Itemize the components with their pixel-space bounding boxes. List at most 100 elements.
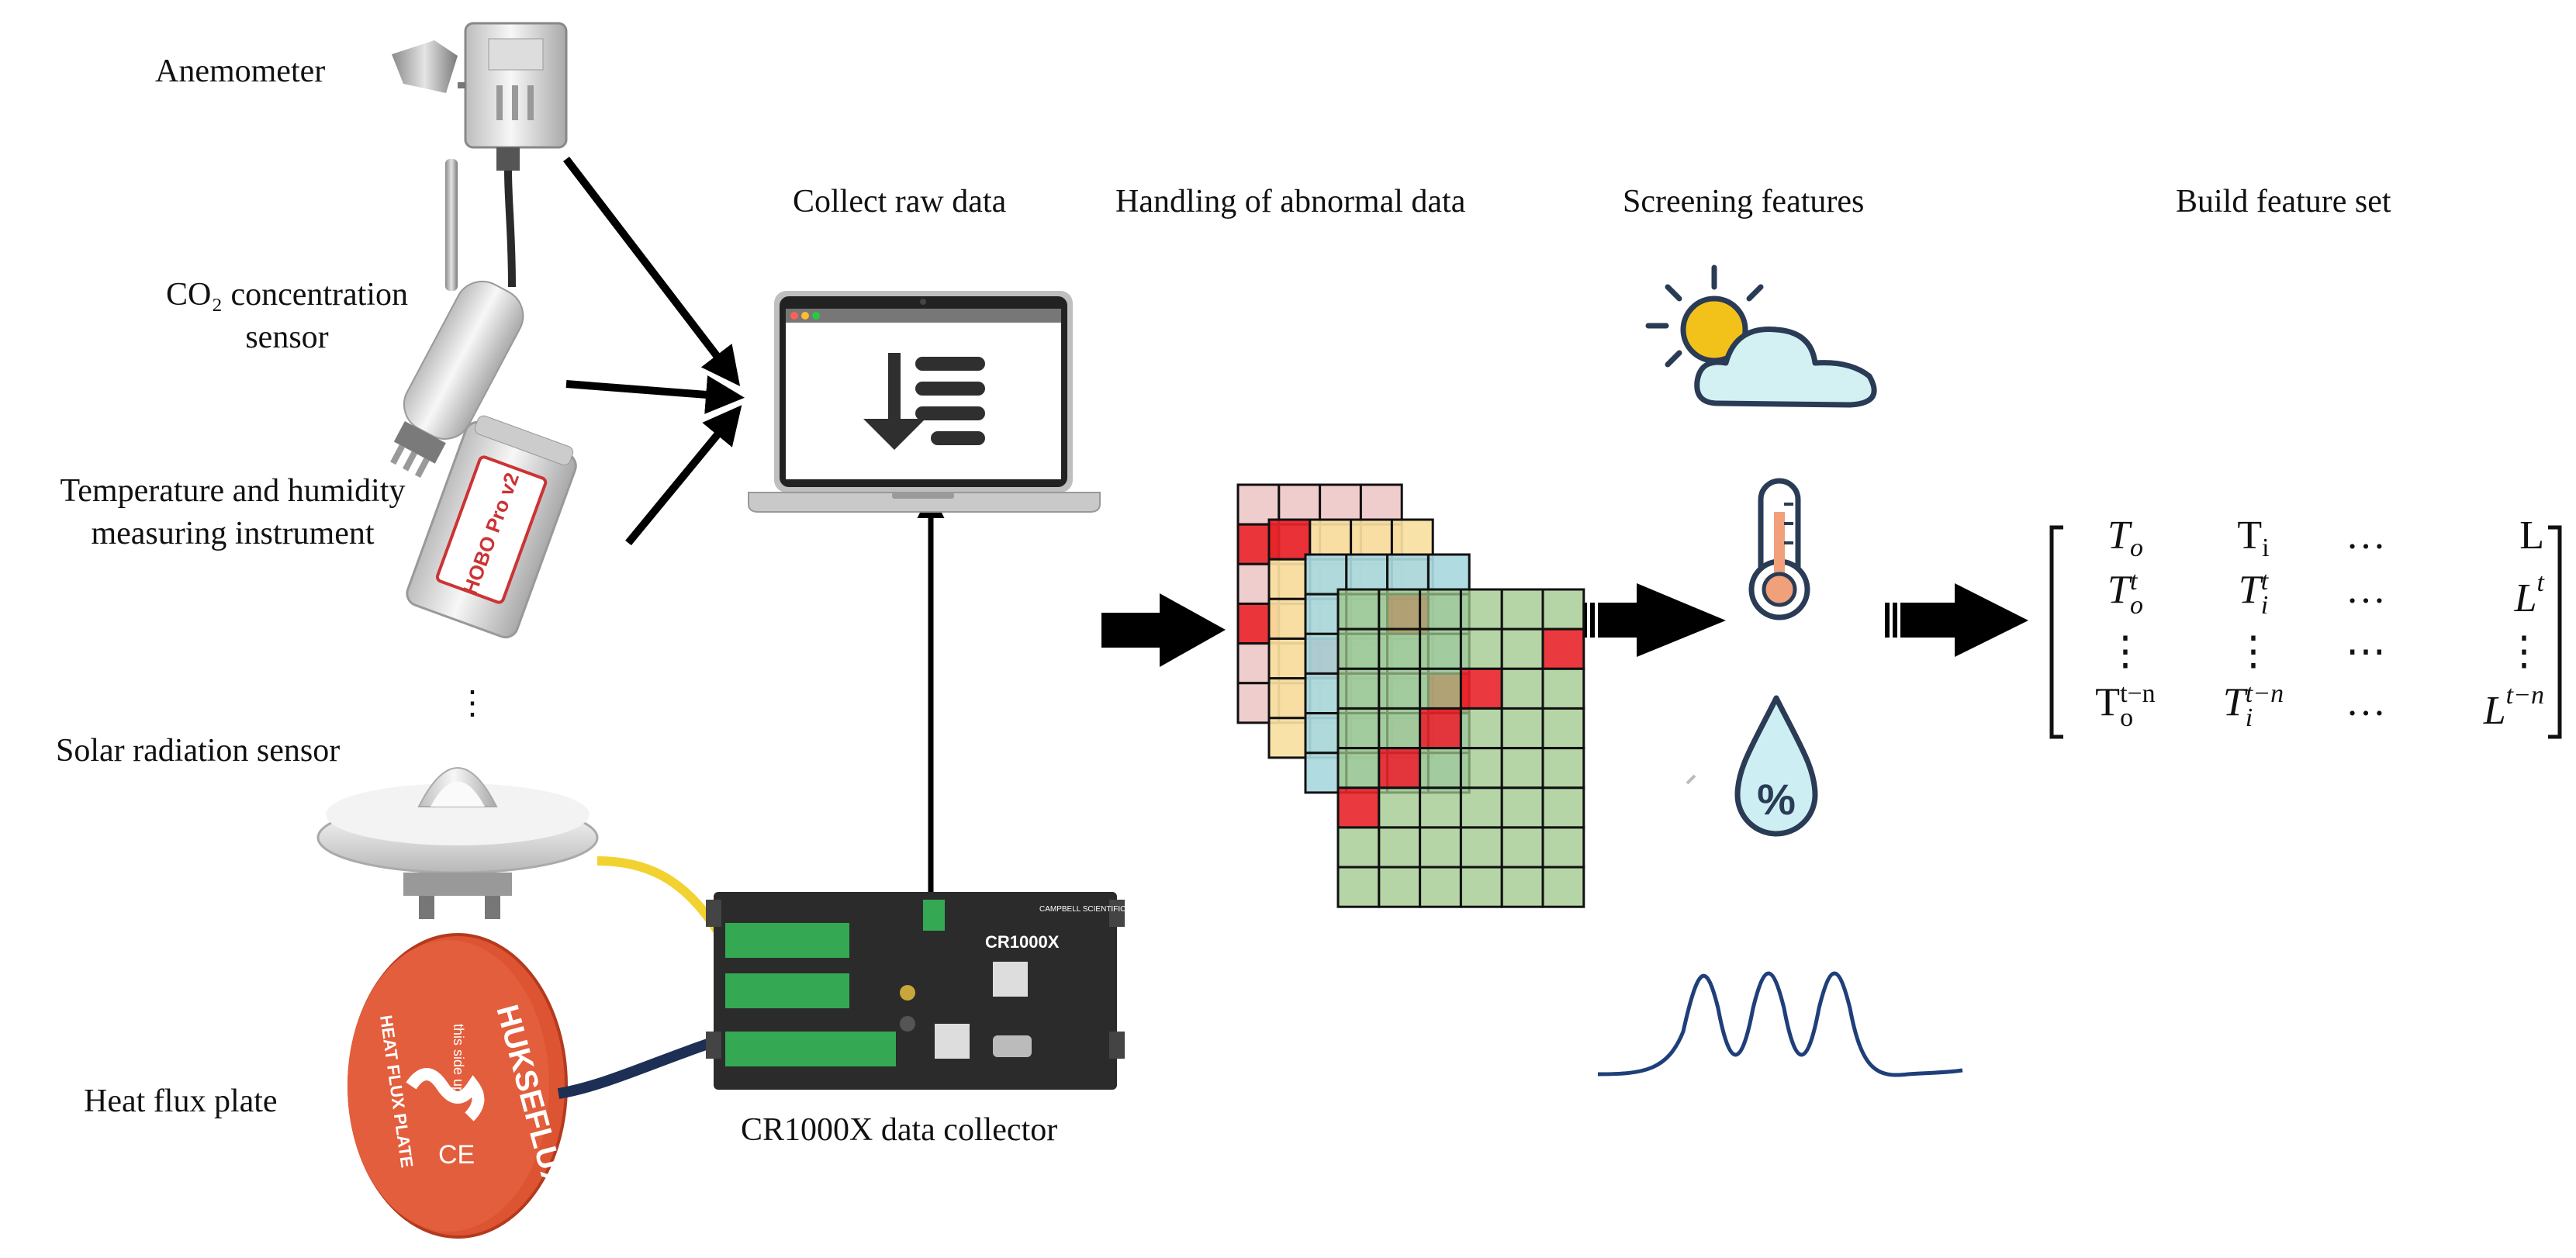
- label-ellipsis: ⋮: [456, 686, 489, 721]
- grid-cell: [1336, 667, 1381, 710]
- flow-arrow-1: [1101, 593, 1226, 667]
- grid-cell: [1419, 588, 1462, 631]
- grid-cell: [1459, 588, 1503, 631]
- grid-cell: [1419, 826, 1462, 869]
- grid-cell: [1350, 518, 1393, 561]
- matrix-cell: ⋯: [2346, 630, 2386, 674]
- grid-cell: [1419, 747, 1462, 790]
- download-list-icon: [863, 353, 985, 450]
- abnormal-cell: [1459, 667, 1503, 710]
- grid-cell: [1236, 483, 1281, 526]
- thermometer-icon: [1748, 478, 1810, 620]
- arrow-anemometer: [563, 156, 741, 386]
- matrix-cell: Lt: [2514, 569, 2544, 620]
- grid-cell: [1500, 627, 1544, 670]
- grid-cell: [1336, 826, 1381, 869]
- signal-curve-icon: [1597, 971, 1963, 1077]
- grid-cell: [1419, 866, 1462, 908]
- grid-cell: [1419, 667, 1462, 710]
- grid-cell: [1541, 707, 1585, 750]
- abnormal-cell: [1267, 518, 1312, 561]
- grid-cell: [1419, 786, 1462, 829]
- matrix-cell: To: [2107, 513, 2143, 562]
- arrow-hobo: [625, 405, 742, 546]
- grid-cell: [1378, 588, 1422, 631]
- grid-cell: [1541, 786, 1585, 829]
- label-temp-line2: measuring instrument: [91, 516, 375, 551]
- grid-cell: [1500, 707, 1544, 750]
- grid-cell: [1500, 588, 1544, 631]
- co2-sensor-icon: [390, 280, 524, 479]
- grid-cell: [1336, 707, 1381, 750]
- grid-cell: [1336, 866, 1381, 908]
- grid-cell: [1267, 717, 1312, 759]
- svg-text:%: %: [1757, 775, 1796, 824]
- grid-cell: [1378, 866, 1422, 908]
- matrix-cell: L: [2519, 513, 2544, 558]
- grid-cell: [1278, 483, 1322, 526]
- grid-cell: [1309, 518, 1353, 561]
- grid-cell: [1500, 747, 1544, 790]
- stage-title-screening: Screening features: [1623, 184, 1865, 219]
- grid-cell: [1378, 707, 1422, 750]
- sensor-arrows: [563, 156, 745, 546]
- humidity-drop-icon: %: [1686, 695, 1818, 837]
- grid-cell: [1336, 627, 1381, 670]
- grid-cell: [1267, 558, 1312, 600]
- label-co2-line1: CO₂ concentration: [165, 277, 409, 313]
- abnormal-cell: [1378, 747, 1422, 790]
- plate-ce: CE: [438, 1140, 475, 1170]
- grid-cell: [1500, 786, 1544, 829]
- abnormal-cell: [1336, 786, 1381, 829]
- grid-cell: [1267, 677, 1312, 720]
- heat-flux-plate-icon: HUKSEFLUX HEAT FLUX PLATE this side up C…: [348, 933, 724, 1239]
- grid-cell: [1419, 627, 1462, 670]
- plate-side: this side up: [451, 1024, 466, 1094]
- grid-cell: [1500, 866, 1544, 908]
- matrix-cell: ⋮: [2233, 630, 2273, 674]
- stage-title-abnormal: Handling of abnormal data: [1115, 184, 1466, 219]
- label-temp-line1: Temperature and humidity: [60, 473, 406, 509]
- matrix-cell: …: [2346, 568, 2386, 612]
- grid-cell: [1336, 747, 1381, 790]
- grid-cell: [1304, 553, 1348, 596]
- matrix-cell: Ti: [2237, 513, 2270, 562]
- label-heat-flux: Heat flux plate: [84, 1083, 278, 1119]
- logger-brand: CAMPBELL SCIENTIFIC: [1039, 905, 1125, 914]
- label-anemometer: Anemometer: [155, 54, 326, 89]
- grid-cell: [1541, 747, 1585, 790]
- label-solar: Solar radiation sensor: [56, 733, 341, 769]
- grid-cell: [1541, 826, 1585, 869]
- arrow-co2: [565, 375, 745, 414]
- stage-title-feature-set: Build feature set: [2176, 184, 2391, 219]
- grid-cell: [1378, 627, 1422, 670]
- grid-cell: [1390, 518, 1434, 561]
- grid-cell: [1500, 826, 1544, 869]
- grid-cell: [1459, 627, 1503, 670]
- grid-cell: [1378, 826, 1422, 869]
- grid-cell: [1500, 667, 1544, 710]
- abnormal-data-grids: [1236, 483, 1585, 908]
- flow-arrow-3: [1885, 583, 2028, 657]
- grid-cell: [1541, 667, 1585, 710]
- abnormal-cell: [1419, 707, 1462, 750]
- matrix-cell: Lt−n: [2483, 681, 2544, 733]
- matrix-brackets: [2049, 525, 2562, 739]
- grid-cell: [1459, 786, 1503, 829]
- grid-cell: [1267, 597, 1312, 640]
- pyranometer-icon: [316, 767, 722, 934]
- grid-cell: [1336, 588, 1381, 631]
- grid-cell: [1426, 553, 1471, 596]
- matrix-cell: …: [2346, 680, 2386, 724]
- stage-title-collect: Collect raw data: [793, 184, 1007, 219]
- grid-cell: [1459, 707, 1503, 750]
- matrix-cell: ⋮: [2504, 630, 2544, 674]
- grid-cell: [1459, 866, 1503, 908]
- grid-cell: [1459, 826, 1503, 869]
- grid-cell: [1267, 637, 1312, 680]
- abnormal-cell: [1541, 627, 1585, 670]
